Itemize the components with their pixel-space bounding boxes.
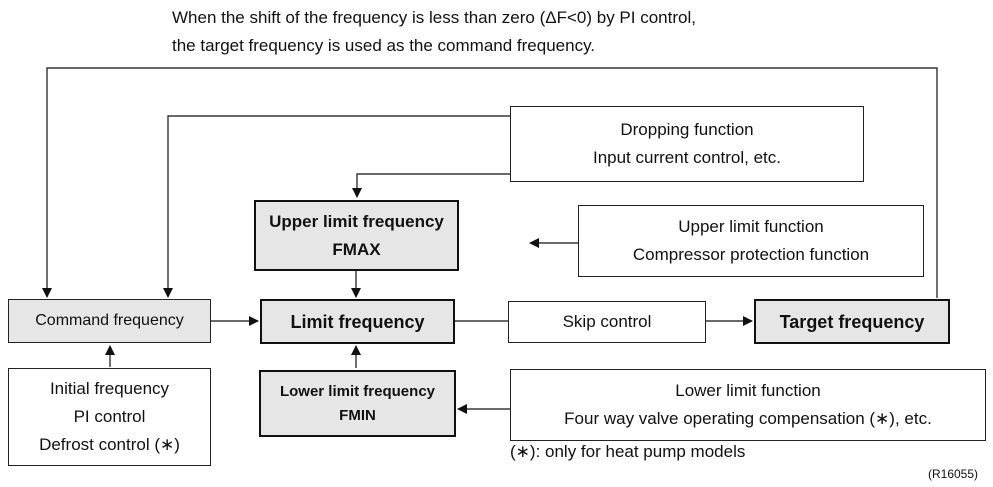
dropping-to-upper-arrow bbox=[352, 173, 510, 198]
target-frequency-label: Target frequency bbox=[779, 311, 925, 332]
lower-limit-frequency-label: Lower limit frequency bbox=[279, 382, 436, 400]
figure-id: (R16055) bbox=[928, 467, 979, 481]
command-frequency-label: Command frequency bbox=[35, 312, 184, 329]
footnote: (∗): only for heat pump models bbox=[510, 442, 746, 461]
skip-control-label: Skip control bbox=[562, 312, 652, 331]
upper-limit-function-box: Upper limit function Compressor protecti… bbox=[578, 205, 924, 277]
skip-control-box: Skip control bbox=[508, 301, 706, 343]
note-line-2: the target frequency is used as the comm… bbox=[172, 36, 596, 55]
fmin-label: FMIN bbox=[339, 406, 376, 424]
initial-line-2: PI control bbox=[73, 407, 146, 426]
limit-frequency-box: Limit frequency bbox=[260, 299, 455, 344]
upper-function-line-1: Upper limit function bbox=[678, 217, 824, 236]
dropping-line-1: Dropping function bbox=[620, 120, 754, 139]
dropping-line-2: Input current control, etc. bbox=[592, 148, 782, 167]
upper-limit-frequency-box: Upper limit frequency FMAX bbox=[254, 200, 459, 271]
lower-limit-function-box: Lower limit function Four way valve oper… bbox=[510, 369, 986, 441]
dropping-function-box: Dropping function Input current control,… bbox=[510, 106, 864, 182]
dropping-to-command-arrow bbox=[163, 115, 510, 298]
initial-line-3: Defrost control (∗) bbox=[39, 435, 180, 454]
lower-function-line-2: Four way valve operating compensation (∗… bbox=[564, 409, 932, 428]
lower-function-line-1: Lower limit function bbox=[675, 381, 821, 400]
limit-frequency-label: Limit frequency bbox=[290, 311, 425, 332]
note-line-1: When the shift of the frequency is less … bbox=[172, 8, 696, 27]
command-frequency-box: Command frequency bbox=[8, 299, 211, 343]
upper-limit-frequency-label: Upper limit frequency bbox=[269, 211, 444, 231]
upper-function-line-2: Compressor protection function bbox=[632, 245, 870, 264]
target-frequency-box: Target frequency bbox=[754, 299, 950, 344]
lower-limit-frequency-box: Lower limit frequency FMIN bbox=[259, 370, 456, 437]
feedback-arrow bbox=[42, 67, 938, 298]
initial-line-1: Initial frequency bbox=[49, 379, 170, 398]
initial-frequency-box: Initial frequency PI control Defrost con… bbox=[8, 368, 211, 466]
fmax-label: FMAX bbox=[332, 239, 381, 259]
